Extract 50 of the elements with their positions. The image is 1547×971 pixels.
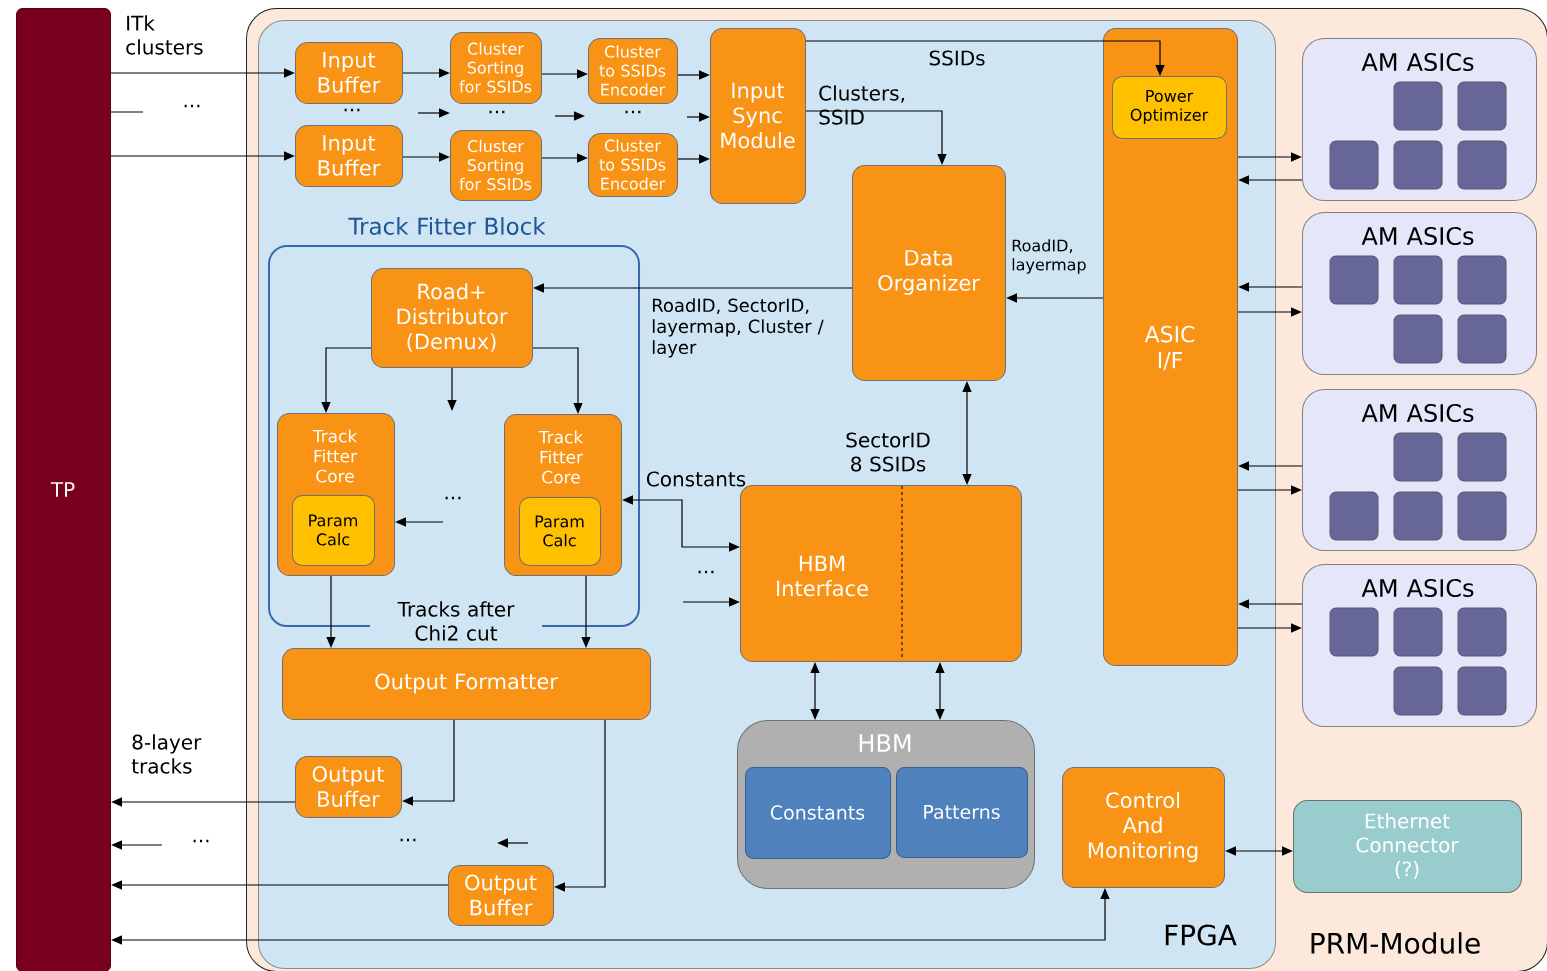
edge-label: 8-layer tracks bbox=[131, 734, 202, 774]
process-box: Output Buffer bbox=[448, 865, 554, 926]
sub-box: Power Optimizer bbox=[1112, 76, 1227, 139]
arrow bbox=[686, 112, 710, 122]
arrow bbox=[402, 68, 450, 78]
processor-bar: TP bbox=[16, 8, 111, 971]
edge-label: RoadID, SectorID, layermap, Cluster / layer bbox=[652, 298, 824, 358]
arrow bbox=[1237, 307, 1302, 317]
process-box: Control And Monitoring bbox=[1062, 767, 1225, 888]
process-box: Data Organizer bbox=[852, 165, 1006, 381]
process-box: Road+ Distributor (Demux) bbox=[371, 268, 533, 368]
arrow bbox=[1237, 152, 1302, 162]
ellipsis: ... bbox=[489, 110, 505, 114]
arrow bbox=[402, 152, 450, 162]
arrow bbox=[677, 70, 710, 80]
ellipsis: ... bbox=[400, 838, 416, 842]
ellipsis: ... bbox=[193, 839, 209, 843]
process-box: Output Formatter bbox=[282, 648, 651, 720]
arrow bbox=[1237, 485, 1302, 495]
sub-box: Param Calc bbox=[519, 497, 601, 566]
edge-label: SSIDs bbox=[929, 50, 985, 66]
ellipsis: ... bbox=[625, 110, 641, 114]
sub-box: Param Calc bbox=[292, 495, 375, 566]
process-box: Input Sync Module bbox=[710, 28, 806, 204]
process-box: Input Buffer bbox=[295, 42, 403, 104]
arrow bbox=[110, 151, 295, 161]
annotation-text: Tracks after Chi2 cut bbox=[370, 600, 542, 642]
ellipsis: ... bbox=[445, 496, 461, 500]
edge-label: Clusters, SSID bbox=[819, 85, 904, 125]
edge-label: Constants bbox=[646, 471, 746, 487]
memory-box: Constants bbox=[745, 767, 891, 859]
edge-label: SectorID 8 SSIDs bbox=[846, 432, 930, 472]
process-box: Cluster Sorting for SSIDs bbox=[450, 130, 542, 201]
process-box: Cluster Sorting for SSIDs bbox=[450, 32, 542, 104]
process-box: Cluster to SSIDs Encoder bbox=[588, 38, 678, 104]
arrow bbox=[1237, 623, 1302, 633]
process-box: Input Buffer bbox=[295, 125, 403, 187]
ellipsis: ... bbox=[698, 570, 714, 574]
ellipsis: ... bbox=[184, 104, 200, 108]
edge-label: RoadID, layermap bbox=[1012, 239, 1086, 274]
node-label: Track Fitter Block bbox=[348, 217, 546, 235]
arrow bbox=[682, 597, 740, 607]
process-box: Cluster to SSIDs Encoder bbox=[588, 133, 678, 197]
arrow bbox=[110, 68, 295, 78]
process-box: Output Buffer bbox=[295, 756, 402, 818]
memory-box: Patterns bbox=[896, 767, 1028, 858]
arrow bbox=[677, 154, 710, 164]
ellipsis: ... bbox=[344, 108, 360, 112]
connector-box: Ethernet Connector (?) bbox=[1293, 800, 1522, 893]
annotation-text: ITk clusters bbox=[126, 15, 203, 55]
